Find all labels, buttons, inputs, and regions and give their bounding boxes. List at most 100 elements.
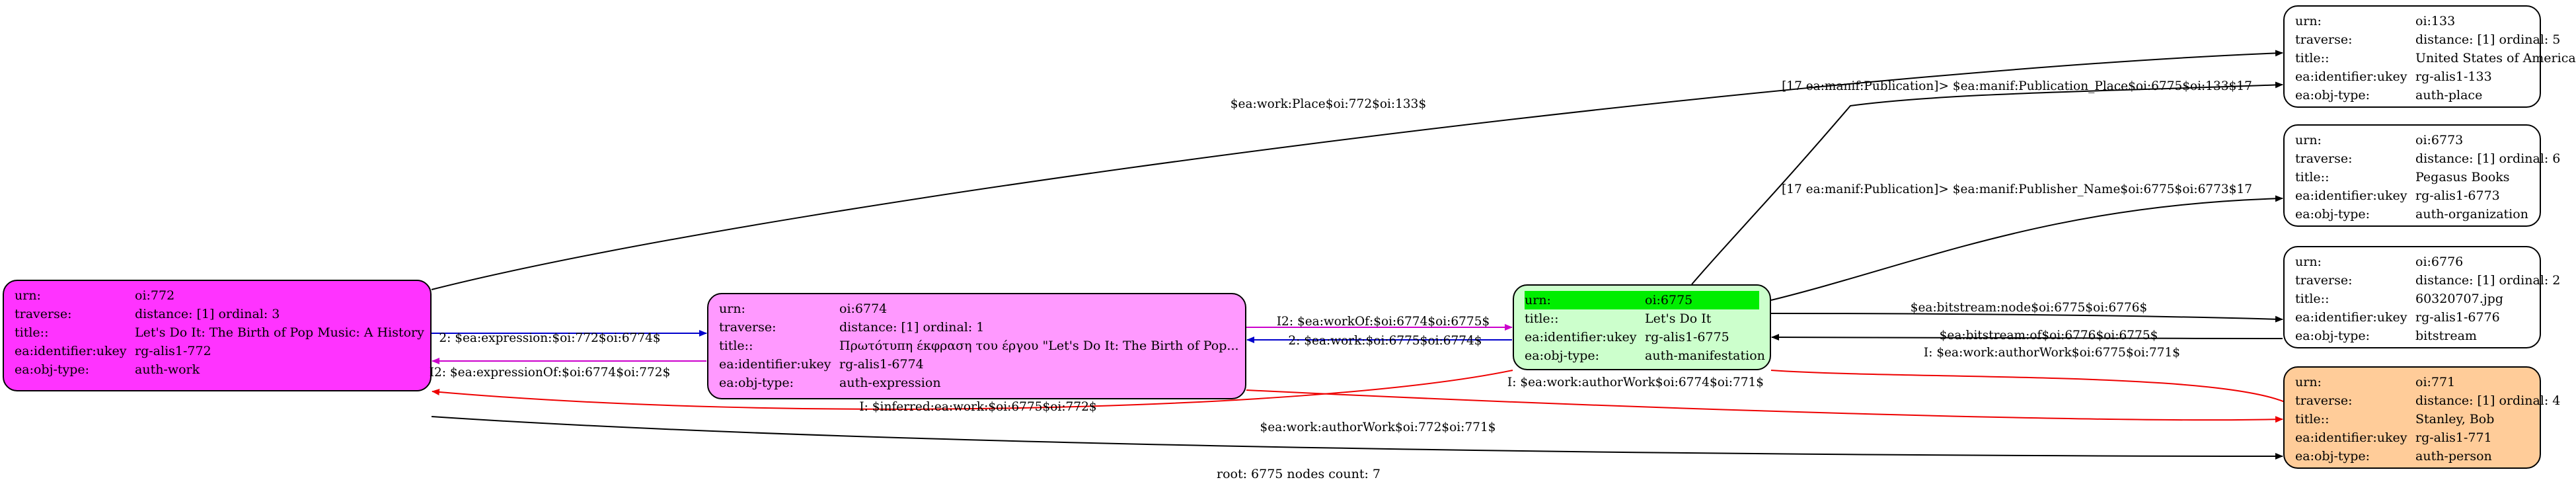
node-field-value: distance: [1] ordinal: 3 bbox=[135, 307, 280, 321]
node-field-key: traverse: bbox=[2295, 393, 2353, 408]
node-row: ea:obj-type:auth-person bbox=[2295, 447, 2529, 465]
edge-line bbox=[1771, 334, 2283, 341]
node-field-value: Let's Do It bbox=[1645, 311, 1712, 326]
node-field-key: ea:identifier:ukey bbox=[15, 344, 127, 358]
node-field-key: traverse: bbox=[2295, 273, 2353, 288]
node-field-value: oi:133 bbox=[2415, 14, 2456, 28]
edge-line bbox=[1691, 81, 2283, 285]
edge-line bbox=[1770, 370, 2296, 409]
edge-label-bitstream-node: $ea:bitstream:node$oi:6775$oi:6776$ bbox=[1910, 301, 2148, 315]
node-oi-6776[interactable]: urn: oi:6776 traverse: distance: [1] ordina… bbox=[2283, 246, 2560, 348]
node-field-value: oi:771 bbox=[2415, 375, 2456, 389]
edge-label-expression: 2: $ea:expression:$oi:772$oi:6774$ bbox=[439, 331, 661, 345]
node-field-key: ea:obj-type: bbox=[2295, 329, 2370, 343]
node-field-value: rg-alis1-6773 bbox=[2415, 188, 2500, 203]
node-row: traverse: distance: [1] ordinal: 1 bbox=[719, 318, 1234, 337]
node-field-value: bitstream bbox=[2415, 329, 2477, 343]
node-oi-771[interactable]: urn: oi:771 traverse:distance: [1] ordinal… bbox=[2283, 366, 2560, 469]
edge-line bbox=[1770, 313, 2283, 323]
edge-line bbox=[432, 370, 1513, 410]
node-field-value: rg-alis1-133 bbox=[2415, 69, 2492, 84]
node-oi-6774[interactable]: urn: oi:6774 traverse: distance: [1] ordina… bbox=[707, 293, 1246, 399]
node-field-value: Pegasus Books bbox=[2415, 170, 2510, 184]
edge-line bbox=[431, 416, 2283, 460]
edge-line bbox=[1770, 195, 2283, 301]
graph-footer: root: 6775 nodes count: 7 bbox=[1216, 467, 1381, 481]
node-field-value: rg-alis1-772 bbox=[135, 344, 211, 358]
node-row: traverse: distance: [1] ordinal: 6 bbox=[2295, 149, 2560, 168]
node-row: title::Pegasus Books bbox=[2295, 168, 2529, 186]
node-field-value: Let's Do It: The Birth of Pop Music: A H… bbox=[135, 325, 424, 340]
node-field-key: urn: bbox=[2295, 255, 2322, 269]
node-row: traverse: distance: [1] ordinal: 3 bbox=[15, 305, 420, 323]
node-field-value: oi:6774 bbox=[839, 302, 888, 316]
node-row: title::Let's Do It bbox=[1525, 309, 1759, 328]
node-field-value: United States of America bbox=[2415, 51, 2576, 65]
node-field-value: oi:6776 bbox=[2415, 255, 2464, 269]
node-row: ea:obj-type:auth-expression bbox=[719, 374, 1234, 392]
node-field-value: rg-alis1-6776 bbox=[2415, 310, 2500, 325]
node-row: urn:oi:6775 bbox=[1525, 291, 1759, 309]
node-field-key: traverse: bbox=[15, 307, 72, 321]
edge-line bbox=[431, 50, 2283, 290]
node-row: urn: oi:771 bbox=[2295, 373, 2529, 391]
node-field-value: 60320707.jpg bbox=[2415, 292, 2503, 306]
node-field-value: oi:6773 bbox=[2415, 133, 2464, 147]
node-field-key: traverse: bbox=[2295, 32, 2353, 47]
node-field-value: auth-place bbox=[2415, 88, 2483, 102]
node-field-key: ea:identifier:ukey bbox=[719, 357, 831, 372]
node-row: ea:identifier:ukey rg-alis1-6776 bbox=[2295, 308, 2529, 327]
node-row: ea:identifier:ukey rg-alis1-772 bbox=[15, 342, 420, 360]
node-field-value: Πρωτότυπη έκφραση του έργου "Let's Do It… bbox=[839, 339, 1239, 353]
node-row: ea:obj-type: auth-organization bbox=[2295, 205, 2529, 223]
node-row: urn: oi:6776 bbox=[2295, 253, 2529, 271]
edge-label-author-work-6775: I: $ea:work:authorWork$oi:6775$oi:771$ bbox=[1923, 346, 2181, 360]
edge-label-bitstream-of: $ea:bitstream:of$oi:6776$oi:6775$ bbox=[1939, 329, 2158, 343]
node-field-value: Stanley, Bob bbox=[2415, 412, 2495, 426]
node-field-value: auth-person bbox=[2415, 449, 2492, 464]
node-field-value: oi:6775 bbox=[1645, 293, 1693, 307]
node-row: traverse: distance: [1] ordinal: 5 bbox=[2295, 30, 2560, 49]
edge-label-expression-of: I2: $ea:expressionOf:$oi:6774$oi:772$ bbox=[429, 366, 671, 380]
node-row: title::Let's Do It: The Birth of Pop Mus… bbox=[15, 323, 424, 342]
node-field-value: rg-alis1-6775 bbox=[1645, 330, 1729, 344]
node-row: title::60320707.jpg bbox=[2295, 290, 2529, 308]
node-field-key: traverse: bbox=[2295, 151, 2353, 166]
edge-label-inferred-work: I: $inferred:ea:work:$oi:6775$oi:772$ bbox=[859, 400, 1097, 414]
node-row: title::Stanley, Bob bbox=[2295, 410, 2529, 428]
node-oi-6773[interactable]: urn: oi:6773 traverse: distance: [1] ordina… bbox=[2283, 124, 2560, 227]
node-field-key: ea:identifier:ukey bbox=[2295, 310, 2407, 325]
node-oi-133[interactable]: urn: oi:133 traverse: distance: [1] ordinal… bbox=[2283, 5, 2576, 108]
node-field-value: distance: [1] ordinal: 5 bbox=[2415, 32, 2561, 47]
node-field-value: distance: [1] ordinal: 1 bbox=[839, 320, 985, 335]
node-row: ea:obj-type:auth-work bbox=[15, 360, 420, 379]
node-field-key: title:: bbox=[2295, 51, 2330, 65]
node-field-value: auth-organization bbox=[2415, 207, 2528, 222]
node-field-key: urn: bbox=[2295, 133, 2322, 147]
node-row: urn: oi:6773 bbox=[2295, 131, 2529, 149]
node-field-key: ea:obj-type: bbox=[2295, 207, 2370, 222]
node-field-value: distance: [1] ordinal: 6 bbox=[2415, 151, 2561, 166]
node-row: traverse:distance: [1] ordinal: 4 bbox=[2295, 391, 2560, 410]
node-field-value: auth-manifestation bbox=[1645, 348, 1765, 363]
node-field-key: ea:identifier:ukey bbox=[1525, 330, 1637, 344]
edge-label-author-work-6774: I: $ea:work:authorWork$oi:6774$oi:771$ bbox=[1507, 376, 1764, 389]
edge-line bbox=[1246, 389, 2283, 423]
node-field-value: distance: [1] ordinal: 2 bbox=[2415, 273, 2561, 288]
edges-layer bbox=[431, 50, 2296, 460]
node-field-key: ea:obj-type: bbox=[719, 376, 794, 390]
edge-label-work-of: I2: $ea:workOf:$oi:6774$oi:6775$ bbox=[1276, 315, 1490, 329]
node-field-key: urn: bbox=[719, 302, 745, 316]
node-field-key: urn: bbox=[2295, 375, 2322, 389]
node-field-key: title:: bbox=[1525, 311, 1559, 326]
node-field-key: traverse: bbox=[719, 320, 777, 335]
node-field-value: rg-alis1-771 bbox=[2415, 430, 2492, 445]
node-field-key: urn: bbox=[2295, 14, 2322, 28]
